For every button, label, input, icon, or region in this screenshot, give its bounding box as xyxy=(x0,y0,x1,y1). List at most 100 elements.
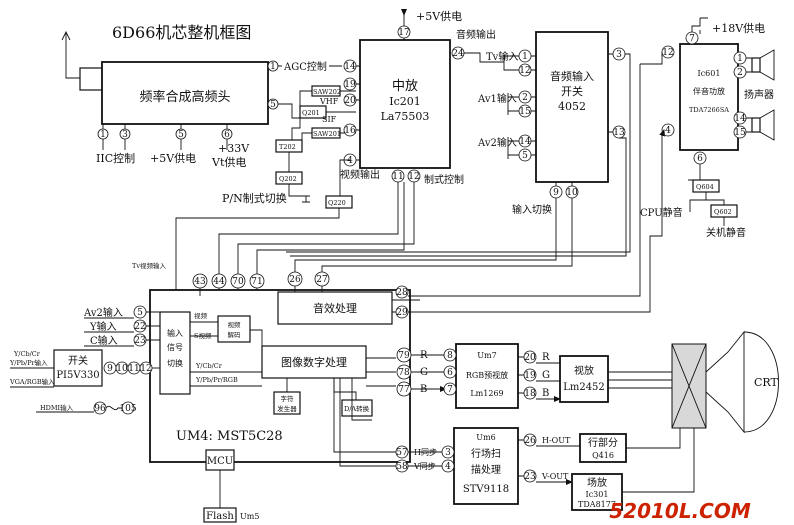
y-input-label: Y输入 xyxy=(89,320,117,333)
svg-text:5: 5 xyxy=(137,308,143,318)
q202-label: Q202 xyxy=(279,175,297,183)
svg-text:6: 6 xyxy=(447,368,453,378)
rgb-b-label: B xyxy=(420,384,427,395)
av2-video-input-label: Av2输入 xyxy=(83,306,123,319)
pi5v330-switch-block xyxy=(53,349,103,387)
decoder-text2: 解码 xyxy=(228,330,242,339)
pn-switch-label: P/N制式切换 xyxy=(222,191,287,205)
ypbpr-internal-label: Y/Pb/Pr/RGB xyxy=(195,376,238,384)
svg-text:78: 78 xyxy=(398,368,410,378)
amp-supply-label: +18V供电 xyxy=(712,21,765,35)
dac-block xyxy=(341,399,373,417)
svg-text:2: 2 xyxy=(522,93,528,103)
tuner-pin-out: 5 xyxy=(270,100,276,110)
tv-input-label: Tv输入 xyxy=(486,50,518,63)
if-ic-block xyxy=(359,39,451,169)
tuner-block xyxy=(101,61,269,125)
vga-input-label: VGA/RGB输入 xyxy=(9,377,55,386)
svg-text:77: 77 xyxy=(398,385,410,395)
hdmi-input-label: HDMI输入 xyxy=(40,403,74,412)
tuner-pin-agc: 1 xyxy=(270,62,276,72)
if-pin-12: 12 xyxy=(408,172,419,182)
svg-text:5: 5 xyxy=(522,151,528,161)
av1-input-label: Av1输入 xyxy=(477,92,517,105)
q220-label: Q220 xyxy=(328,199,346,207)
svg-text:70: 70 xyxy=(232,277,244,287)
audio-amp-block xyxy=(679,43,739,151)
preamp-b-label: B xyxy=(542,388,549,399)
std-ctrl-label: 制式控制 xyxy=(424,173,464,186)
char-gen-text1: 字符 xyxy=(281,394,295,403)
ycbcr-internal-label: Y/Cb/Cr xyxy=(195,362,223,370)
vsync-label: V同步 xyxy=(413,462,436,471)
svg-text:2: 2 xyxy=(737,68,743,78)
vhf-label: VHF xyxy=(319,97,339,106)
v-drive-part1: Ic301 xyxy=(586,490,609,499)
if-part1: Ic201 xyxy=(389,95,421,108)
v-drive-label: 场放 xyxy=(587,476,607,489)
main-chip-label: UM4: MST5C28 xyxy=(176,429,283,444)
video-amp-block xyxy=(559,355,609,403)
svg-text:10: 10 xyxy=(566,188,578,198)
um5-label: Um5 xyxy=(240,512,259,521)
hsync-label: H同步 xyxy=(414,448,437,457)
svg-text:15: 15 xyxy=(519,107,531,117)
antenna-icon xyxy=(61,30,80,79)
svg-text:71: 71 xyxy=(251,277,262,287)
svg-text:4: 4 xyxy=(665,126,671,136)
scan-part: STV9118 xyxy=(463,484,509,495)
svg-text:44: 44 xyxy=(213,277,225,287)
tuner-label: 频率合成高频头 xyxy=(139,89,230,105)
rgb-preamp-block xyxy=(455,343,519,409)
svg-text:4: 4 xyxy=(347,156,353,166)
tuner-pins: 1 3 5 6 xyxy=(97,128,233,140)
agc-label: AGC控制 xyxy=(283,60,327,73)
svg-text:15: 15 xyxy=(734,128,746,138)
svg-text:26: 26 xyxy=(524,436,536,446)
mcu-label: MCU xyxy=(207,456,233,467)
svg-text:6: 6 xyxy=(697,154,703,164)
switch-ic-label1: 开关 xyxy=(68,354,88,367)
svg-text:20: 20 xyxy=(524,353,536,363)
crt-tube-icon xyxy=(705,330,779,434)
char-gen-text2: 发生器 xyxy=(277,404,297,413)
rgb-preamp-pins: 8 6 7 20 19 18 xyxy=(443,348,537,400)
image-processing-block xyxy=(261,345,367,379)
svg-text:22: 22 xyxy=(134,322,145,332)
av2-input-label: Av2输入 xyxy=(477,136,517,149)
svg-text:1: 1 xyxy=(100,130,106,140)
svg-text:3: 3 xyxy=(616,50,622,60)
svg-text:9: 9 xyxy=(553,188,559,198)
svg-text:7: 7 xyxy=(447,385,453,395)
svg-text:12: 12 xyxy=(519,66,530,76)
if-pin-24: 24 xyxy=(452,49,464,59)
main-top-pins: 43 44 70 71 26 27 xyxy=(192,271,330,289)
svg-text:4: 4 xyxy=(445,462,451,472)
svg-text:3: 3 xyxy=(122,130,128,140)
rgb-preamp-title: Um7 xyxy=(477,351,496,360)
svg-text:7: 7 xyxy=(689,34,695,44)
tuner-vt-label: Vt供电 xyxy=(211,155,246,169)
svg-text:19: 19 xyxy=(344,80,356,90)
main-rgb-pins: 79 78 77 xyxy=(396,347,412,397)
svg-text:11: 11 xyxy=(128,364,139,374)
svideo-path-label: S视频 xyxy=(194,331,212,340)
svg-text:13: 13 xyxy=(613,128,625,138)
svg-text:14: 14 xyxy=(519,137,531,147)
flash-label: Flash xyxy=(206,511,234,522)
rgb-g-label: G xyxy=(420,367,428,378)
crt-label: CRT xyxy=(754,376,779,389)
ypbpr-input-label: Y/Pb/Pr输入 xyxy=(9,358,48,367)
svg-text:14: 14 xyxy=(344,62,356,72)
rgb-preamp-label: RGB预视放 xyxy=(466,370,508,380)
audio-out-label: 音频输出 xyxy=(456,28,496,41)
q201-label: Q201 xyxy=(302,109,320,117)
speaker-top-icon xyxy=(751,49,775,81)
dac-label: D/A转换 xyxy=(344,404,370,413)
input-select-block xyxy=(159,311,191,395)
svg-text:5: 5 xyxy=(178,130,184,140)
svg-text:19: 19 xyxy=(524,371,536,381)
speaker-bottom-icon xyxy=(751,109,775,141)
input-select-text1: 输入 xyxy=(167,328,183,338)
